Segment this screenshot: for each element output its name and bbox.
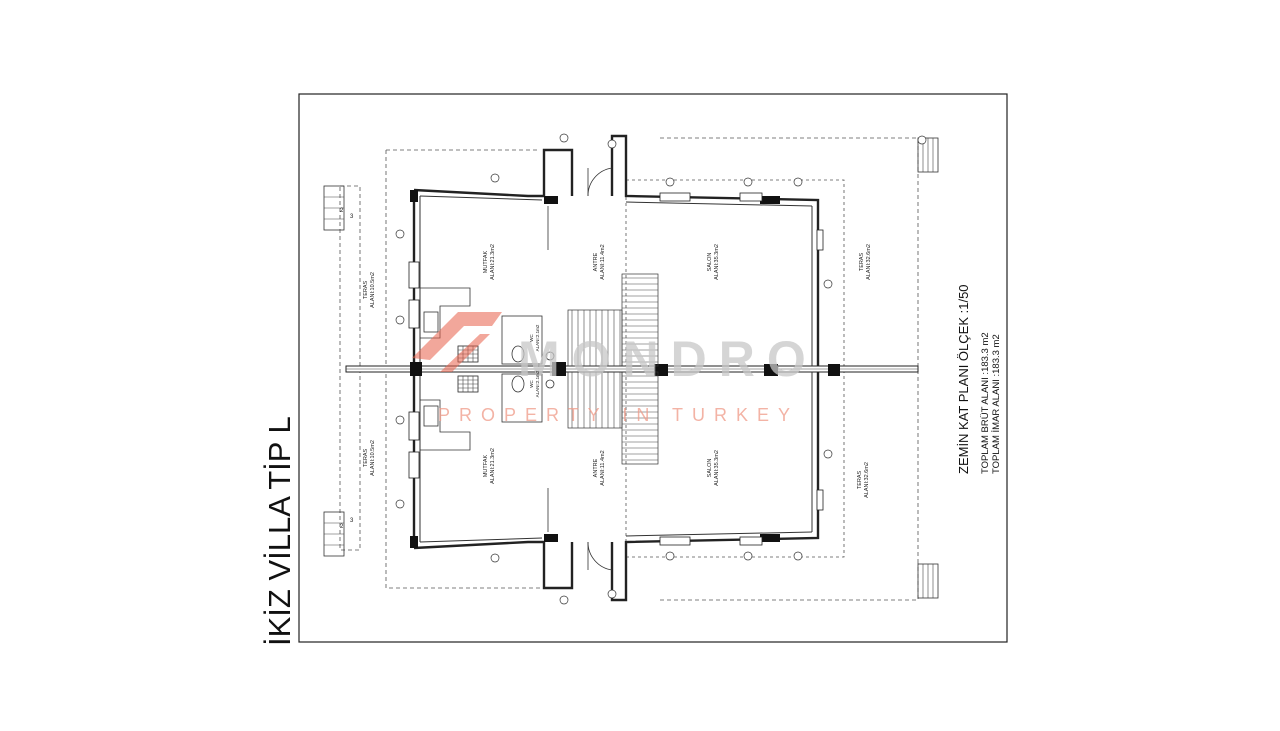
- step-number: 2: [340, 524, 344, 530]
- room-name: SALON: [707, 253, 713, 272]
- grid-bubble: [665, 177, 675, 187]
- room-name: MUTFAK: [483, 251, 489, 274]
- grid-bubble: [665, 551, 675, 561]
- room-name: WC: [529, 334, 534, 342]
- grid-bubble: [793, 177, 803, 187]
- watermark-brand: MONDRO: [518, 331, 818, 387]
- room-name: TERAS: [363, 449, 369, 468]
- room-name: ANTRE: [593, 252, 599, 271]
- step-number: 3: [350, 518, 354, 524]
- room-name: ANTRE: [593, 458, 599, 477]
- grid-bubble: [395, 415, 405, 425]
- watermark-tagline: PROPERTY IN TURKEY: [438, 405, 799, 425]
- structural-columns: [410, 190, 840, 548]
- room-area: ALANI:32.6m2: [866, 244, 872, 280]
- gross-area: TOPLAM BRÜT ALANI :183.3 m2: [980, 332, 991, 474]
- room-area: ALANI:21.3m2: [490, 448, 496, 484]
- watermark-logo: [412, 312, 502, 372]
- grid-bubble: [823, 279, 833, 289]
- grid-bubble: [823, 449, 833, 459]
- room-area: ALANI:11.4m2: [600, 244, 606, 279]
- room-name: TERAS: [857, 471, 863, 490]
- room-name: SALON: [707, 459, 713, 478]
- grid-bubble: [607, 589, 617, 599]
- room-name: TERAS: [859, 253, 865, 272]
- room-area: ALANI:35.3m2: [714, 450, 720, 486]
- room-area: ALANI:32.6m2: [864, 462, 870, 498]
- room-labels: TERAS ALANI:10.5m2 MUTFAK ALANI:21.3m2 A…: [363, 244, 872, 498]
- room-area: ALANI:2.1m2: [535, 370, 540, 397]
- step-lines: [324, 138, 934, 598]
- grid-bubble: [490, 173, 500, 183]
- zoning-area: TOPLAM İMAR ALANI :183.3 m2: [991, 334, 1002, 474]
- windows: [408, 192, 824, 546]
- wc-fixtures: [501, 315, 555, 423]
- room-area: ALANI:11.4m2: [600, 450, 606, 485]
- room-area: ALANI:2.1m2: [535, 324, 540, 351]
- grid-bubble: [607, 139, 617, 149]
- room-area: ALANI:10.5m2: [370, 440, 376, 476]
- door-swings: [547, 167, 613, 571]
- grid-bubble: [395, 315, 405, 325]
- grid-bubble: [559, 595, 569, 605]
- room-name: WC: [529, 380, 534, 388]
- grid-bubble: [395, 499, 405, 509]
- room-area: ALANI:35.3m2: [714, 244, 720, 280]
- grid-bubble: [395, 229, 405, 239]
- step-number: 3: [350, 214, 354, 220]
- room-area: ALANI:10.5m2: [370, 272, 376, 308]
- plan-title: ZEMİN KAT PLANI ÖLÇEK :1/50: [956, 284, 971, 474]
- grid-bubble: [559, 133, 569, 143]
- grid-axis-markers: [395, 133, 927, 605]
- grid-bubble: [793, 551, 803, 561]
- plot-boundary: [339, 137, 919, 601]
- step-number: 2: [340, 208, 344, 214]
- stair-treads: [571, 277, 658, 461]
- room-name: TERAS: [363, 281, 369, 300]
- grid-bubble: [743, 177, 753, 187]
- grid-bubble: [743, 551, 753, 561]
- drawing-frame: [298, 93, 1008, 643]
- room-area: ALANI:21.3m2: [490, 244, 496, 280]
- grid-bubble: [917, 135, 927, 145]
- grid-bubble: [490, 553, 500, 563]
- sheet-title: İKİZ VİLLA TİP L: [262, 416, 297, 646]
- room-name: MUTFAK: [483, 455, 489, 478]
